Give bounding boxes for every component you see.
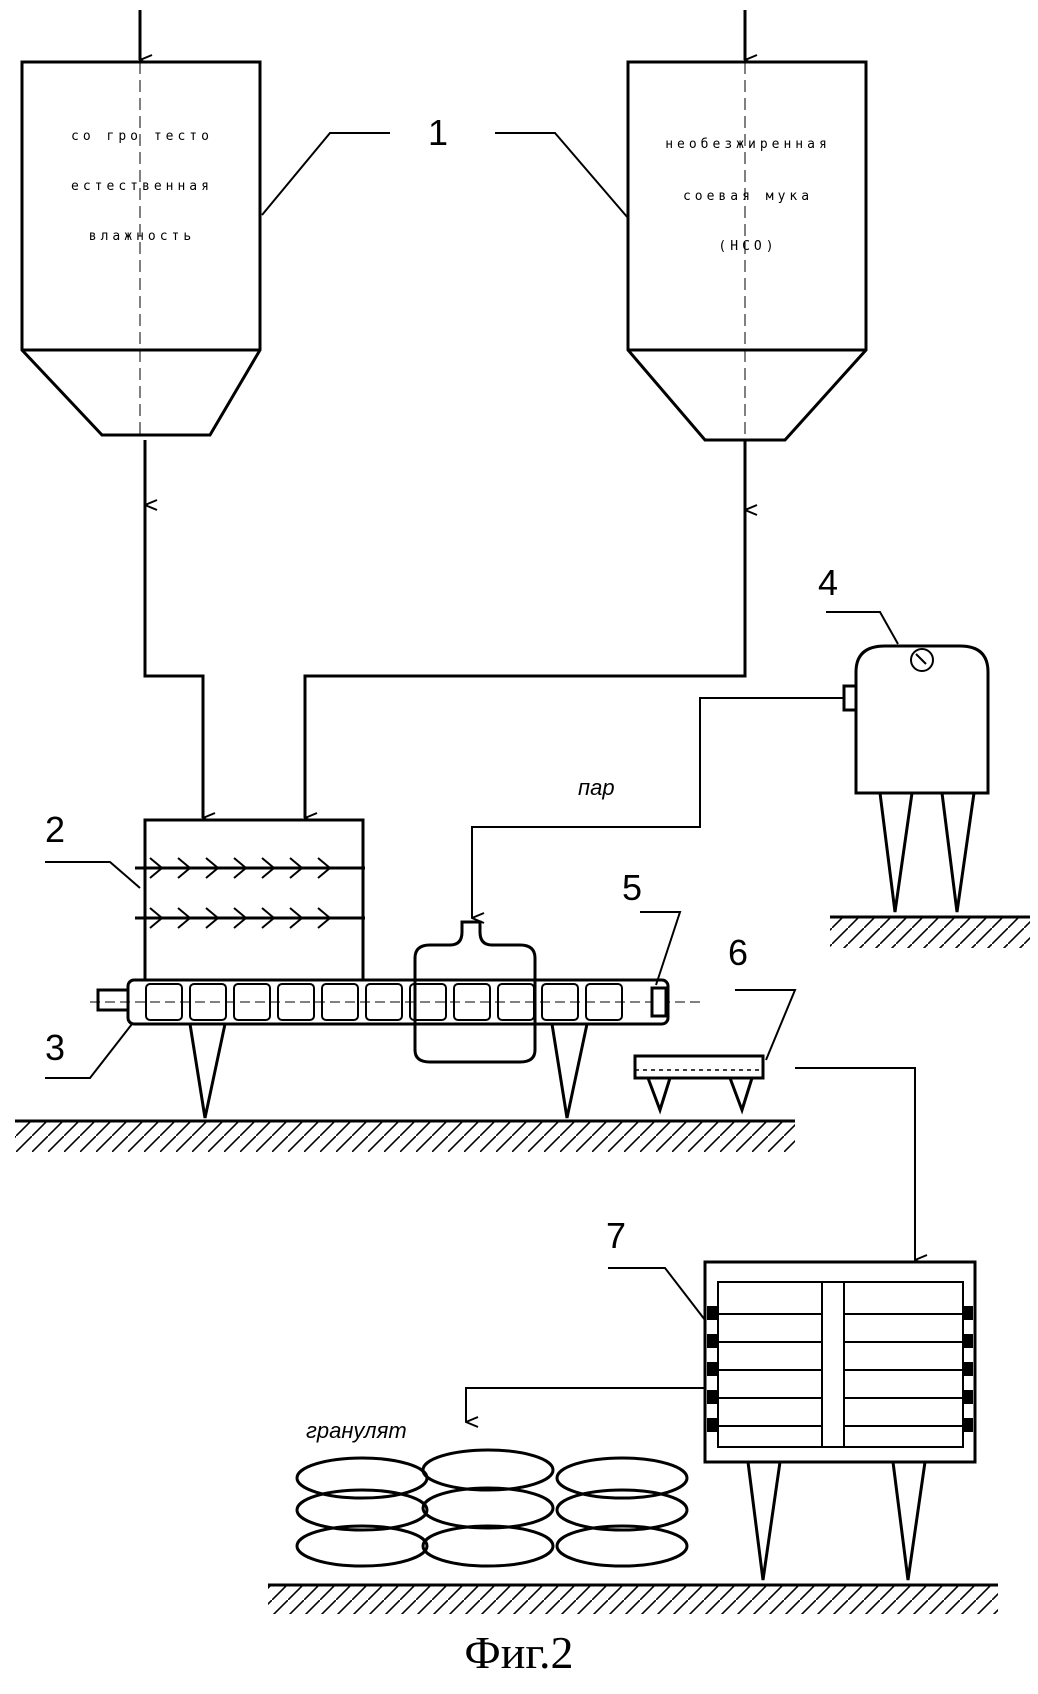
- label-2: 2: [45, 809, 65, 850]
- leader-5: [640, 911, 682, 986]
- label-3: 3: [45, 1027, 65, 1068]
- leader-2: [45, 861, 141, 889]
- leader-6: [735, 989, 797, 1061]
- steam-label: пар: [578, 775, 615, 800]
- dryer-shelves: [718, 1313, 963, 1427]
- mixer-blades-upper: [149, 857, 332, 879]
- leader-4: [826, 611, 899, 645]
- flow-to-dryer: [795, 1067, 915, 1260]
- dryer: [703, 1260, 977, 1581]
- flow-left-to-mixer: [143, 505, 203, 818]
- label-7: 7: [606, 1215, 626, 1256]
- mixer-blades-lower: [149, 907, 332, 929]
- steam-line: [471, 697, 844, 918]
- flow-right-to-mixer: [303, 510, 747, 818]
- label-5: 5: [622, 867, 642, 908]
- extruder-die: [650, 986, 668, 1018]
- mixer: [135, 818, 365, 982]
- hopper-right: необезжиренная соевая мука (НСО): [626, 10, 868, 445]
- hopper-right-text-1: необезжиренная: [665, 137, 831, 152]
- extruder: [90, 920, 700, 1119]
- hopper-left-text-2: естественная: [71, 179, 213, 194]
- leader-1-left: [261, 132, 390, 216]
- hopper-left-text-1: со гро тесто: [71, 129, 213, 144]
- steam-chamber: [413, 920, 537, 1064]
- steam-generator: [842, 644, 990, 913]
- granulate-bags: [295, 1448, 689, 1568]
- hopper-right-text-2: соевая мука: [683, 189, 813, 204]
- hopper-left: со гро тесто естественная влажность: [20, 10, 262, 440]
- figure-caption: Фиг.2: [464, 1627, 573, 1678]
- label-6: 6: [728, 932, 748, 973]
- leader-3: [45, 1023, 133, 1079]
- label-4: 4: [818, 562, 838, 603]
- ground-steam-generator: [830, 915, 1030, 948]
- extruder-screw-sections: [145, 983, 623, 1021]
- pressure-gauge-icon: [910, 648, 934, 672]
- leader-1-right: [495, 132, 629, 219]
- leader-7: [608, 1267, 706, 1321]
- conveyor: [633, 1054, 765, 1115]
- ground-dryer: [268, 1583, 998, 1614]
- hopper-left-text-3: влажность: [89, 229, 195, 244]
- ground-extruder: [15, 1119, 795, 1152]
- label-1: 1: [428, 112, 448, 153]
- dryer-nozzles: [707, 1306, 973, 1432]
- hopper-right-text-3: (НСО): [718, 239, 777, 254]
- flow-to-granulate: [465, 1387, 705, 1422]
- granulate-label: гранулят: [306, 1418, 407, 1443]
